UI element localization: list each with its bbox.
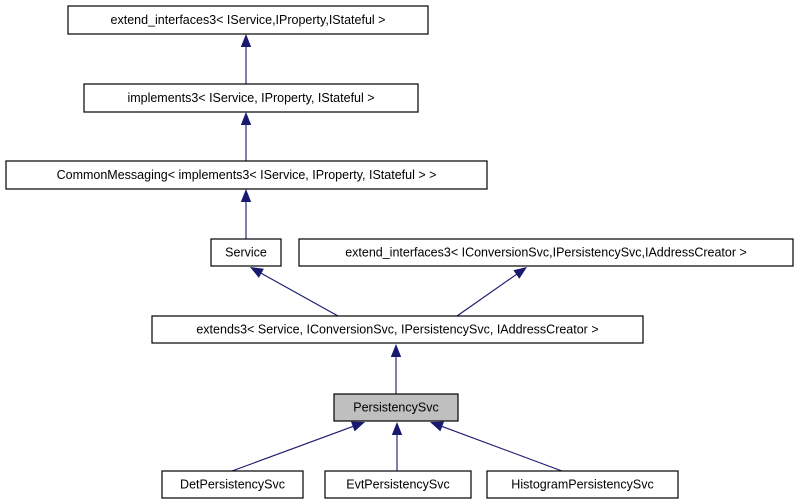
class-node-implements3[interactable]: implements3< IService, IProperty, IState… [83,83,419,113]
node-label: DetPersistencySvc [180,477,285,491]
inheritance-edge [391,422,403,471]
inheritance-edge [456,267,527,317]
edge-line [440,425,563,472]
node-box[interactable] [324,470,472,499]
edge-arrowhead-icon [240,112,252,125]
inheritance-edge [240,34,252,84]
node-label: HistogramPersistencySvc [511,477,653,491]
node-label: CommonMessaging< implements3< IService, … [57,168,437,182]
node-label: PersistencySvc [353,400,438,414]
inheritance-edge [390,344,402,394]
inheritance-edge [240,189,252,239]
edge-arrowhead-icon [250,267,264,278]
node-label: extends3< Service, IConversionSvc, IPers… [196,322,598,336]
edge-arrowhead-icon [390,344,402,357]
node-box[interactable] [161,470,304,499]
node-label: Service [225,245,267,259]
node-box[interactable] [67,5,429,35]
edge-arrowhead-icon [513,267,527,279]
node-box[interactable] [333,393,459,422]
edge-arrowhead-icon [391,422,403,435]
nodes-layer: extend_interfaces3< IService,IProperty,I… [5,5,794,499]
class-node-det-persistency-svc[interactable]: DetPersistencySvc [161,470,304,499]
inheritance-edge [231,421,365,472]
class-node-common-messaging[interactable]: CommonMessaging< implements3< IService, … [5,160,488,190]
edge-line [456,272,519,317]
edges-layer [231,34,563,472]
inheritance-edge [240,112,252,161]
class-node-evt-persistency-svc[interactable]: EvtPersistencySvc [324,470,472,499]
node-label: extend_interfaces3< IService,IProperty,I… [111,13,386,27]
class-node-persistency-svc[interactable]: PersistencySvc [333,393,459,422]
class-node-extend-interfaces3-conversion[interactable]: extend_interfaces3< IConversionSvc,IPers… [298,238,794,267]
node-box[interactable] [298,238,794,267]
edge-line [231,425,355,472]
node-label: EvtPersistencySvc [346,477,450,491]
class-node-extend-interfaces3-service[interactable]: extend_interfaces3< IService,IProperty,I… [67,5,429,35]
edge-arrowhead-icon [430,421,444,432]
class-node-extends3[interactable]: extends3< Service, IConversionSvc, IPers… [151,315,644,344]
inheritance-edge [430,421,563,472]
node-box[interactable] [5,160,488,190]
node-label: extend_interfaces3< IConversionSvc,IPers… [345,245,747,259]
node-box[interactable] [210,238,282,267]
class-node-service[interactable]: Service [210,238,282,267]
node-box[interactable] [486,470,679,499]
edge-arrowhead-icon [351,421,365,432]
edge-arrowhead-icon [240,189,252,202]
node-box[interactable] [151,315,644,344]
edge-arrowhead-icon [240,34,252,47]
edge-line [259,271,339,317]
node-box[interactable] [83,83,419,113]
node-label: implements3< IService, IProperty, IState… [127,91,374,105]
class-node-histogram-persistency-svc[interactable]: HistogramPersistencySvc [486,470,679,499]
inheritance-edge [250,267,339,317]
